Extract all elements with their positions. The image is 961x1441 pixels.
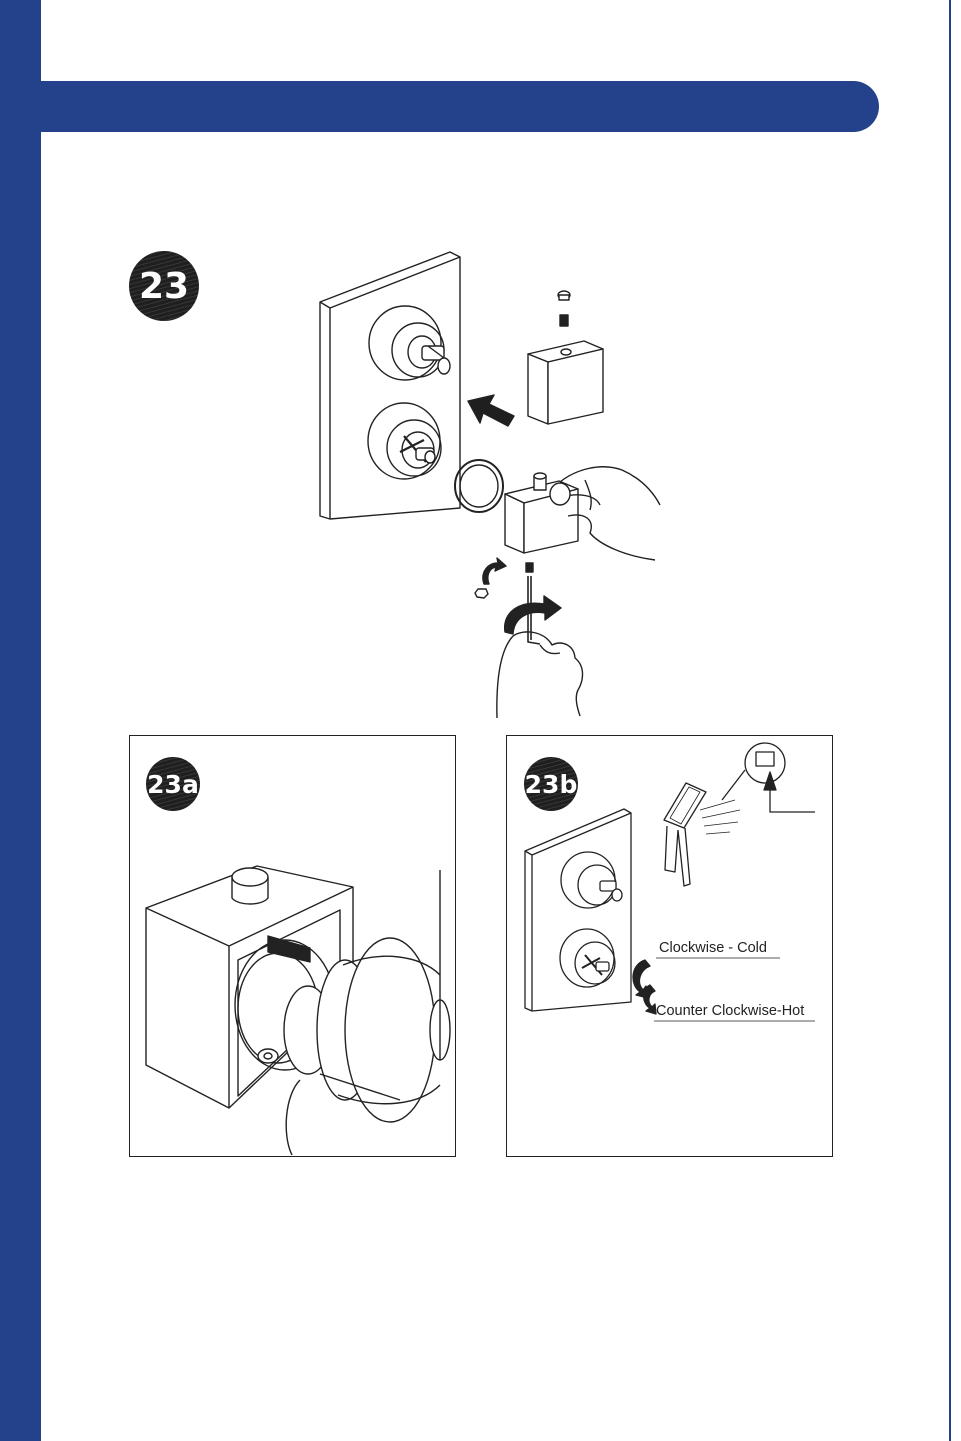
counter-clockwise-arrow-icon [644,985,656,1014]
step-number-badge-23b: 23b [524,757,578,811]
clockwise-cold-label: Clockwise - Cold [659,940,767,956]
counter-clockwise-hot-label: Counter Clockwise-Hot [656,1003,804,1019]
